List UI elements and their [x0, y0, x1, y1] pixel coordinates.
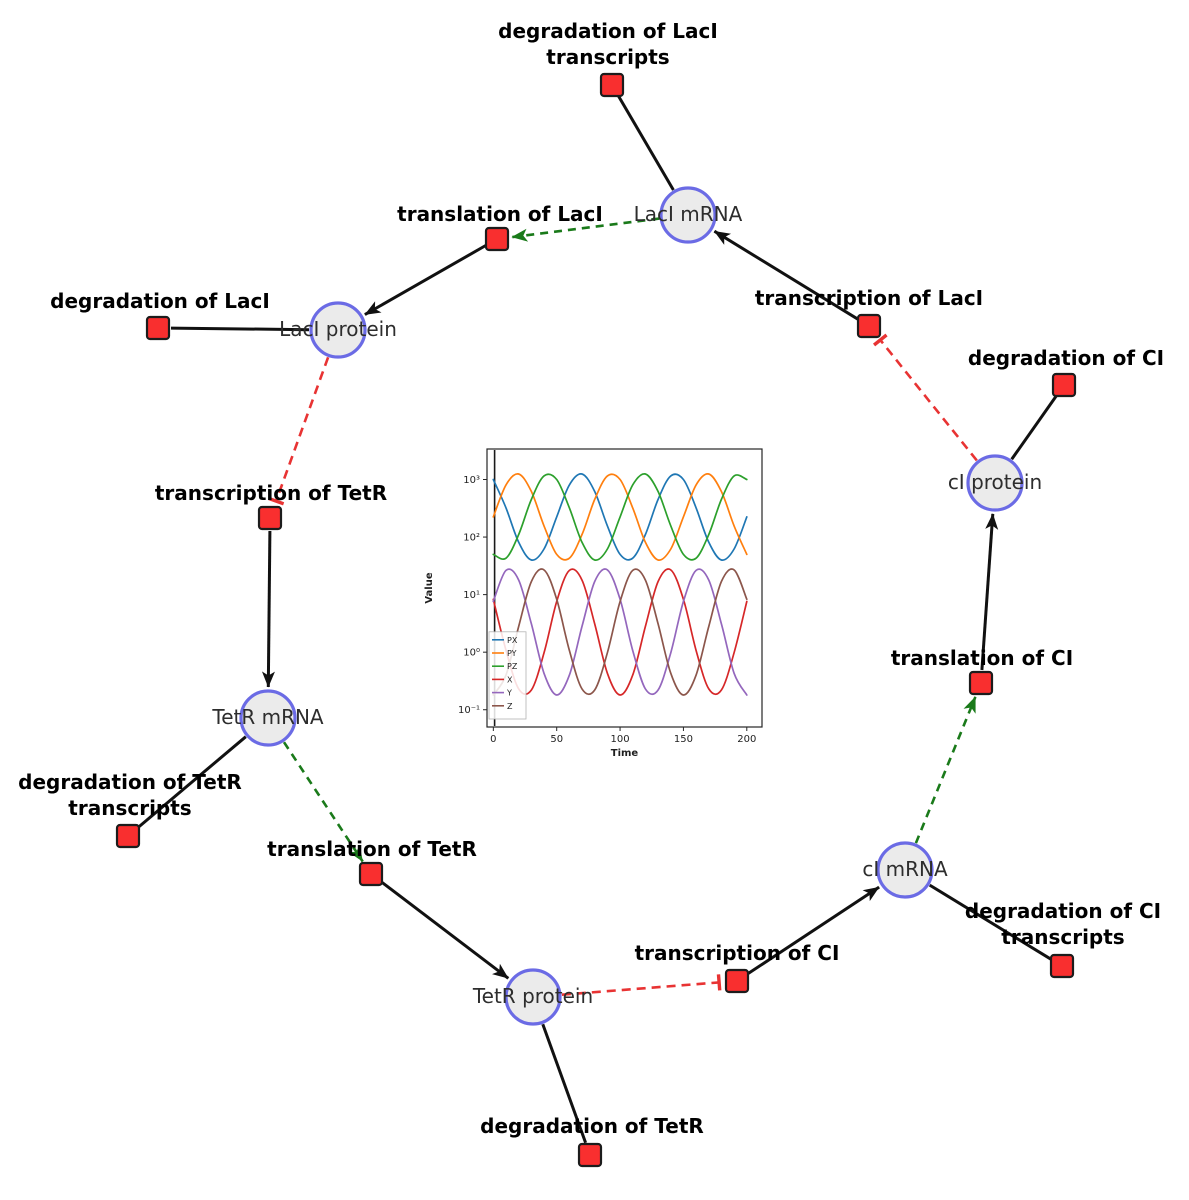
edge-modifier-tetr_mrna-to-tln_tetr: [282, 741, 364, 863]
legend-label-Y: Y: [506, 689, 512, 698]
reaction-node-txn_ci: [724, 968, 750, 994]
edge-inhibit-tetr_protein-to-txn_ci: [561, 974, 722, 996]
species-label-laci_mrna: LacI mRNA: [634, 202, 743, 226]
y-tick-label: 10¹: [463, 590, 480, 601]
reaction-label-tln_laci: translation of LacI: [397, 202, 603, 226]
edge-produce-txn_ci-to-ci_mrna: [746, 885, 880, 976]
reaction-node-txn_laci: [856, 313, 882, 339]
legend-box: [488, 631, 527, 720]
x-tick-label: 150: [674, 734, 693, 745]
species-label-tetr_mrna: TetR mRNA: [211, 705, 324, 729]
x-tick-label: 0: [490, 734, 496, 745]
reaction-label-txn_tetr: transcription of TetR: [155, 481, 387, 505]
chart-axes-box: [486, 448, 763, 728]
reaction-label-deg_ci: degradation of CI: [968, 346, 1164, 370]
y-tick-label: 10⁰: [463, 648, 480, 659]
chart-legend: PX PY PZ XYZ: [488, 631, 527, 720]
reaction-label-tln_ci: translation of CI: [891, 646, 1073, 670]
series-line-X: [492, 568, 748, 696]
legend-label-PX: PX: [507, 636, 518, 645]
edge-modifier-ci_mrna-to-tln_ci: [914, 696, 977, 844]
series-line-Z: [492, 568, 748, 696]
y-tick-label: 10²: [463, 533, 480, 544]
species-node-tetr_mrna: [239, 689, 297, 747]
species-label-ci_protein: cI protein: [948, 470, 1042, 494]
x-axis-label: Time: [611, 748, 639, 759]
reaction-node-tln_ci: [968, 670, 994, 696]
y-axis-label: Value: [424, 572, 435, 603]
reaction-node-txn_tetr: [257, 505, 283, 531]
reaction-label-deg_laci: degradation of LacI: [50, 289, 270, 313]
edges-layer: [136, 95, 1058, 1144]
edge-consume-tetr_mrna-to-deg_tetr_tx: [136, 735, 247, 829]
reaction-node-deg_tetr: [577, 1142, 603, 1168]
reaction-node-tln_tetr: [358, 861, 384, 887]
species-node-ci_protein: [966, 454, 1024, 512]
series-line-PZ: [492, 473, 748, 561]
reaction-label-txn_laci: transcription of LacI: [755, 286, 983, 310]
reaction-node-deg_laci: [145, 315, 171, 341]
reaction-node-tln_laci: [484, 226, 510, 252]
reaction-node-deg_laci_tx: [599, 72, 625, 98]
edge-consume-ci_mrna-to-deg_ci_tx: [928, 883, 1052, 961]
edge-inhibit-ci_protein-to-txn_laci: [872, 333, 978, 462]
species-label-laci_protein: LacI protein: [279, 317, 397, 341]
reaction-node-deg_ci: [1051, 372, 1077, 398]
edge-consume-ci_protein-to-deg_ci: [1010, 394, 1058, 461]
x-tick-label: 100: [611, 734, 630, 745]
reaction-label-txn_ci: transcription of CI: [635, 941, 840, 965]
edge-produce-txn_tetr-to-tetr_mrna: [261, 530, 275, 688]
edge-produce-tln_tetr-to-tetr_protein: [380, 880, 510, 980]
legend-label-X: X: [507, 675, 513, 684]
legend-label-PY: PY: [507, 649, 517, 658]
reaction-label-tln_tetr: translation of TetR: [267, 837, 477, 861]
nodes-layer: [115, 72, 1077, 1168]
edge-consume-laci_protein-to-deg_laci: [170, 326, 310, 332]
series-line-PY: [492, 473, 748, 561]
y-tick-label: 10⁻¹: [458, 705, 480, 716]
x-tick-label: 200: [737, 734, 756, 745]
edge-produce-tln_laci-to-laci_protein: [364, 244, 487, 316]
species-node-laci_protein: [309, 301, 367, 359]
species-label-ci_mrna: cI mRNA: [862, 857, 948, 881]
legend-label-PZ: PZ: [507, 662, 518, 671]
edge-inhibit-laci_protein-to-txn_tetr: [267, 356, 330, 506]
edge-produce-txn_laci-to-laci_mrna: [713, 229, 859, 321]
reaction-node-deg_tetr_tx: [115, 823, 141, 849]
edge-modifier-laci_mrna-to-tln_laci: [511, 217, 660, 242]
species-node-ci_mrna: [876, 841, 934, 899]
reaction-node-deg_ci_tx: [1049, 953, 1075, 979]
species-label-tetr_protein: TetR protein: [472, 984, 593, 1008]
edge-consume-tetr_protein-to-deg_tetr: [541, 1023, 588, 1144]
edge-produce-tln_ci-to-ci_protein: [980, 513, 999, 671]
y-tick-label: 10³: [463, 475, 480, 486]
series-line-PX: [492, 473, 748, 561]
species-node-tetr_protein: [504, 968, 562, 1026]
edge-consume-laci_mrna-to-deg_laci_tx: [617, 95, 675, 191]
species-node-laci_mrna: [659, 186, 717, 244]
reaction-label-deg_tetr: degradation of TetR: [480, 1114, 704, 1138]
legend-label-Z: Z: [507, 702, 513, 711]
x-tick-label: 50: [550, 734, 563, 745]
